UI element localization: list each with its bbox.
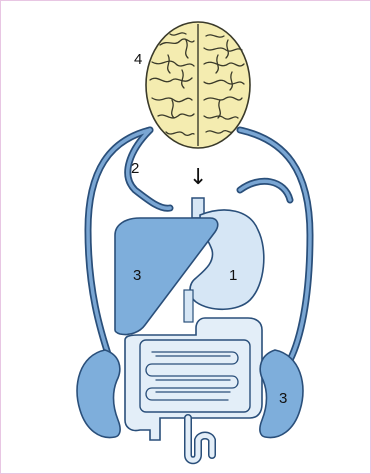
brain bbox=[146, 22, 250, 148]
label-vessels: 2 bbox=[131, 160, 139, 177]
label-liver: 3 bbox=[133, 267, 141, 284]
label-stomach: 1 bbox=[229, 267, 237, 284]
left-kidney bbox=[77, 350, 120, 438]
small-intestine bbox=[140, 340, 250, 412]
bile-duct bbox=[184, 290, 193, 322]
label-kidney: 3 bbox=[279, 390, 287, 407]
down-arrow-icon: ↓ bbox=[189, 165, 207, 190]
label-brain: 4 bbox=[134, 51, 142, 68]
